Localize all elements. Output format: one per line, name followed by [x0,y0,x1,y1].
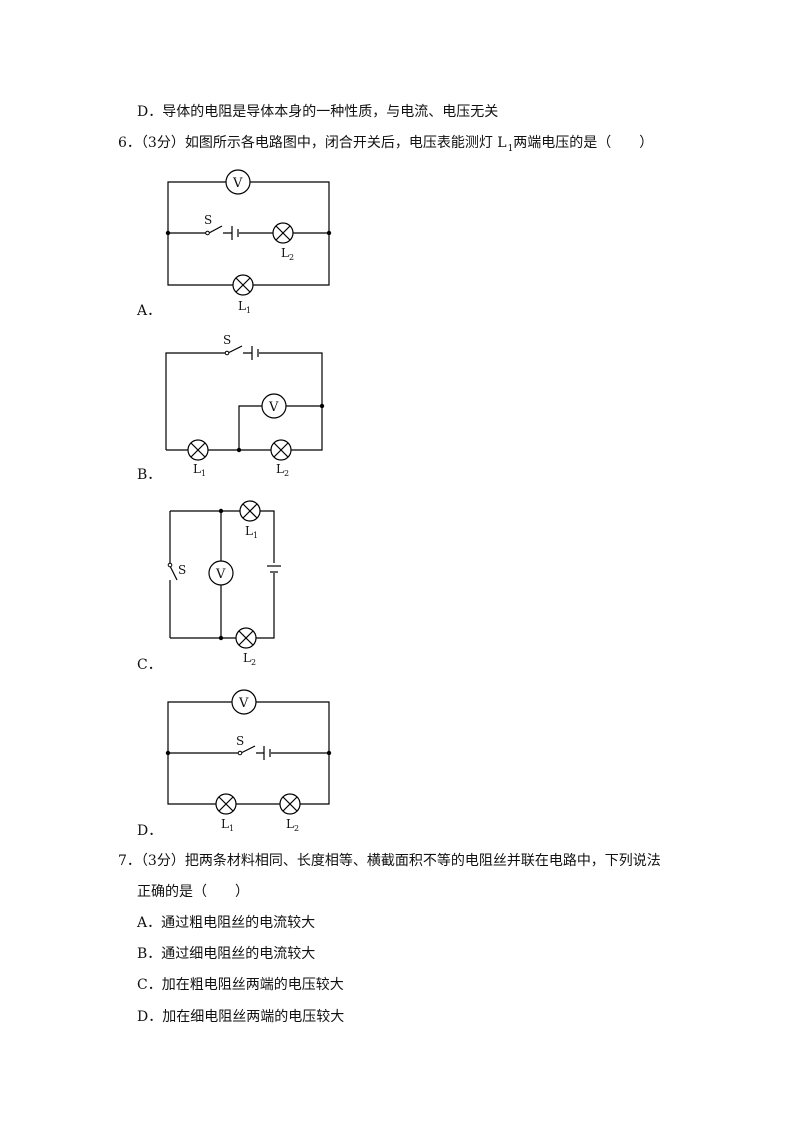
q7-stem-line1: 7．（3分）把两条材料相同、长度相等、横截面积不等的电阻丝并联在电路中，下列说法 [118,853,661,869]
q6-option-c-label: C． [137,657,162,673]
q6-stem-after: 两端电压的是（ ） [513,135,654,151]
circuit-b-switch-label: S [223,333,231,347]
q7-option-d: D．加在细电阻丝两端的电压较大 [137,1009,345,1025]
circuit-d: V S L1 L2 [165,689,332,833]
svg-text:V: V [232,176,243,191]
circuit-b-lamp-l2 [270,439,292,461]
circuit-d-l2-label: L2 [286,817,299,833]
circuit-b-voltmeter: V [261,393,287,419]
circuit-b-lamp-l1 [187,439,209,461]
circuit-c-lamp-l1 [239,500,261,522]
q6-option-a-label: A． [137,303,162,319]
circuit-a-l1-label: L1 [238,299,251,315]
circuit-d-lamp-l2 [279,793,301,815]
q6-option-b-label: B． [137,467,162,483]
circuit-b-l1-label: L1 [193,462,206,478]
circuit-a-l2-label: L2 [281,246,294,262]
q6-stem-sub: 1 [507,144,514,154]
circuit-d-l1-label: L1 [221,817,234,833]
circuit-c: V S L1 L2 [167,500,281,667]
svg-text:V: V [215,567,226,582]
q7-stem-line2: 正确的是（ ） [137,884,249,900]
circuit-a-lamp-l1 [232,274,254,296]
q5-option-d: D．导体的电阻是导体本身的一种性质，与电流、电压无关 [137,104,499,120]
circuit-c-l2-label: L2 [243,651,256,667]
circuit-d-voltmeter: V [231,689,257,715]
circuit-c-l1-label: L1 [245,524,258,540]
circuit-c-switch-label: S [178,563,186,577]
circuit-b-l2-label: L2 [276,462,289,478]
circuit-d-lamp-l1 [215,793,237,815]
svg-text:V: V [238,696,249,711]
circuit-a-switch-label: S [204,213,212,227]
q7-option-b: B．通过细电阻丝的电流较大 [137,946,316,962]
circuit-a: V S L2 L1 [165,169,332,315]
circuit-c-lamp-l2 [235,627,257,649]
circuit-b: V S L1 L2 [165,333,325,478]
circuit-a-lamp-l2 [272,222,294,244]
q6-stem: 6．（3分）如图所示各电路图中，闭合开关后，电压表能测灯 L1两端电压的是（ ） [118,134,653,154]
q6-option-d-label: D． [137,823,163,839]
circuit-a-voltmeter: V [225,169,251,195]
q6-stem-before: 6．（3分）如图所示各电路图中，闭合开关后，电压表能测灯 L [118,135,507,151]
circuit-c-voltmeter: V [208,560,234,586]
q7-option-a: A．通过粗电阻丝的电流较大 [137,915,316,931]
circuit-d-switch-label: S [236,734,244,748]
svg-text:V: V [268,400,279,415]
q7-option-c: C．加在粗电阻丝两端的电压较大 [137,977,344,993]
